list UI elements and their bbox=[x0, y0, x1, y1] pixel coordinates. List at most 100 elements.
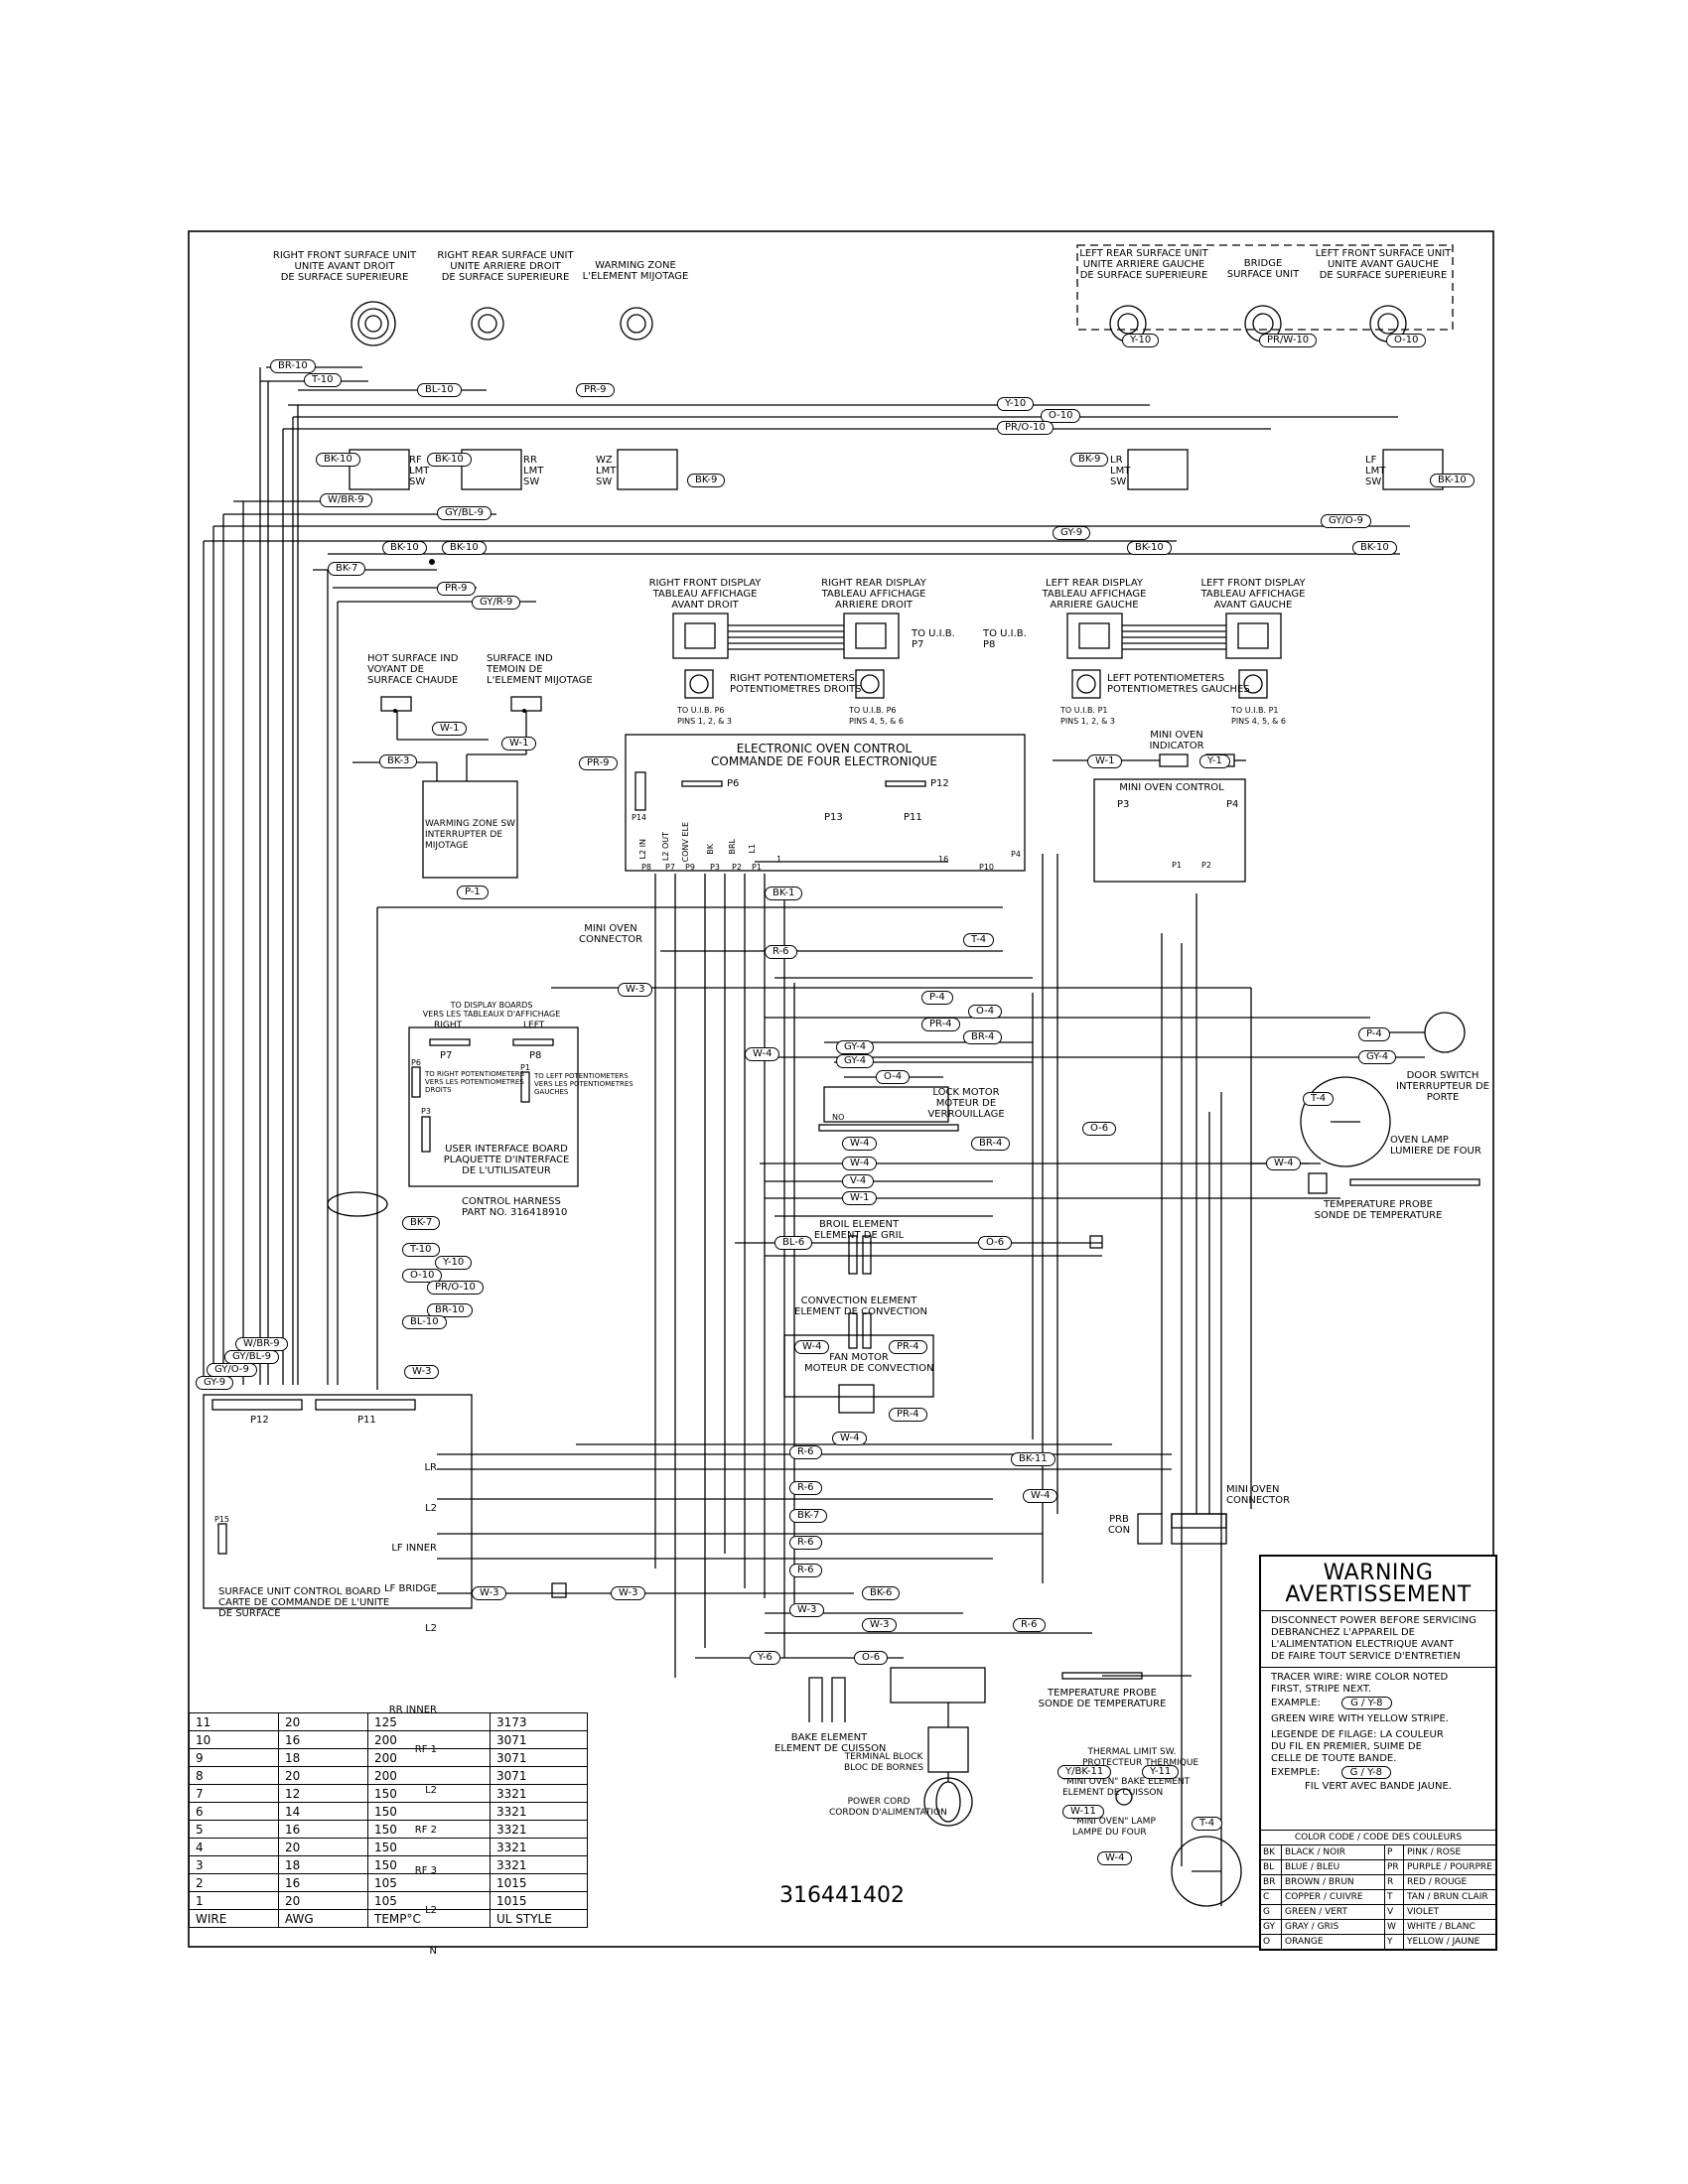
cc-name: RED / ROUGE bbox=[1407, 1877, 1468, 1887]
cc-name: TAN / BRUN CLAIR bbox=[1407, 1892, 1488, 1902]
mini-oven-connector-lower: MINI OVEN CONNECTOR bbox=[1226, 1484, 1291, 1506]
wire-tag: V-4 bbox=[842, 1174, 875, 1188]
cc-code: V bbox=[1385, 1905, 1404, 1919]
uib-right-pots: TO RIGHT POTENTIOMETERS VERS LES POTENTI… bbox=[425, 1070, 525, 1094]
wire-table-cell: 18 bbox=[278, 1748, 368, 1767]
sucb-title: SURFACE UNIT CONTROL BOARD CARTE DE COMM… bbox=[218, 1586, 390, 1619]
wire-table-cell: 200 bbox=[367, 1748, 491, 1767]
sucb-term-lf-bridge: LF BRIDGE bbox=[383, 1582, 437, 1594]
oven-l2-out: L2 OUT bbox=[661, 832, 670, 862]
pins-p1-456: TO U.I.B. P1 PINS 4, 5, & 6 bbox=[1231, 706, 1287, 726]
right-rear-unit-label: RIGHT REAR SURFACE UNIT UNITE ARRIERE DR… bbox=[437, 250, 574, 283]
wire-tag: Y-1 bbox=[1199, 754, 1230, 768]
broil-element: BROIL ELEMENT ELEMENT DE GRIL bbox=[813, 1219, 905, 1241]
oven-pin-p8: P8 bbox=[641, 863, 651, 872]
bake-element: BAKE ELEMENT ELEMENT DE CUISSON bbox=[774, 1732, 887, 1754]
wire-tag: BK-9 bbox=[687, 474, 726, 487]
wire-tag: PR-4 bbox=[889, 1340, 927, 1354]
wire-table-cell: 20 bbox=[278, 1712, 368, 1731]
wire-tag: W-3 bbox=[618, 983, 653, 997]
lf-limit-switch: LF LMT SW bbox=[1365, 455, 1386, 487]
wire-table-cell: 3321 bbox=[490, 1838, 588, 1856]
uib-left: LEFT bbox=[523, 1021, 545, 1030]
wire-tag: W-4 bbox=[794, 1340, 830, 1354]
wire-table-cell: 16 bbox=[278, 1873, 368, 1892]
oven-l2-in: L2 IN bbox=[638, 839, 647, 860]
oven-pin-p7: P7 bbox=[665, 863, 675, 872]
uib-title: USER INTERFACE BOARD PLAQUETTE D'INTERFA… bbox=[443, 1144, 570, 1176]
wire-table-cell: 10 bbox=[189, 1730, 279, 1749]
wire-tag: BK-3 bbox=[379, 754, 418, 768]
wire-tag: O-6 bbox=[1082, 1122, 1117, 1136]
lr-limit-switch: LR LMT SW bbox=[1110, 455, 1131, 487]
wire-tag: W/BR-9 bbox=[235, 1337, 288, 1351]
wire-tag: BR-10 bbox=[427, 1303, 473, 1317]
wire-tag: BK-10 bbox=[427, 453, 472, 467]
oven-control-title: ELECTRONIC OVEN CONTROL COMMANDE DE FOUR… bbox=[711, 742, 937, 768]
wire-tag: BK-7 bbox=[402, 1216, 441, 1230]
wire-tag: W-4 bbox=[1266, 1157, 1302, 1170]
mini-bake-element: "MINI OVEN" BAKE ELEMENT ELEMENT DE CUIS… bbox=[1062, 1777, 1191, 1798]
uib-p8: P8 bbox=[529, 1050, 542, 1061]
mini-oven-lamp: "MINI OVEN" LAMP LAMPE DU FOUR bbox=[1072, 1817, 1156, 1838]
wire-tag: O-6 bbox=[978, 1236, 1013, 1250]
wire-tag: GY/O-9 bbox=[207, 1363, 257, 1377]
wire-table-cell: 20 bbox=[278, 1838, 368, 1856]
example2-label: EXEMPLE: bbox=[1271, 1767, 1321, 1778]
wire-table-cell: 105 bbox=[367, 1873, 491, 1892]
lf-display-label: LEFT FRONT DISPLAY TABLEAU AFFICHAGE AVA… bbox=[1200, 578, 1306, 611]
wire-table-cell: 105 bbox=[367, 1891, 491, 1910]
uib-p7: P7 bbox=[440, 1050, 453, 1061]
wire-table-cell: UL STYLE bbox=[490, 1909, 588, 1928]
warming-zone-switch: WARMING ZONE SW INTERRUPTER DE MIJOTAGE bbox=[425, 819, 515, 851]
fan-motor: FAN MOTOR MOTEUR DE CONVECTION bbox=[804, 1352, 934, 1374]
cc-code: O bbox=[1261, 1935, 1282, 1949]
wire-tag: BL-10 bbox=[402, 1315, 447, 1329]
wire-tag: BK-10 bbox=[1352, 541, 1397, 555]
cc-name: BLACK / NOIR bbox=[1282, 1845, 1385, 1859]
wire-table-cell: 3321 bbox=[490, 1820, 588, 1839]
wire-tag: W-4 bbox=[832, 1432, 868, 1445]
wire-tag: BK-9 bbox=[1070, 453, 1109, 467]
wire-tag: O-10 bbox=[1041, 409, 1081, 423]
cc-name: YELLOW / JAUNE bbox=[1407, 1937, 1480, 1947]
pins-p1-123: TO U.I.B. P1 PINS 1, 2, & 3 bbox=[1060, 706, 1116, 726]
fil-vert-note: FIL VERT AVEC BANDE JAUNE. bbox=[1305, 1781, 1452, 1792]
rf-display-label: RIGHT FRONT DISPLAY TABLEAU AFFICHAGE AV… bbox=[648, 578, 762, 611]
wire-table-cell: 18 bbox=[278, 1855, 368, 1874]
oven-pin-p9: P9 bbox=[685, 863, 695, 872]
wire-tag: BR-10 bbox=[270, 359, 316, 373]
sucb-p11: P11 bbox=[357, 1415, 376, 1426]
tracer-note: TRACER WIRE: WIRE COLOR NOTED FIRST, STR… bbox=[1271, 1672, 1449, 1695]
wire-tag: W/BR-9 bbox=[320, 493, 372, 507]
wire-tag: GY-9 bbox=[1053, 526, 1091, 540]
wire-table-cell: 11 bbox=[189, 1712, 279, 1731]
wire-table-cell: 1015 bbox=[490, 1873, 588, 1892]
wire-table-cell: 1015 bbox=[490, 1891, 588, 1910]
sucb-term-l2b: L2 bbox=[425, 1623, 437, 1634]
wire-table-cell: 4 bbox=[189, 1838, 279, 1856]
cc-name: COPPER / CUIVRE bbox=[1282, 1890, 1385, 1904]
cc-name: BLUE / BLEU bbox=[1282, 1860, 1385, 1874]
wire-tag: GY-4 bbox=[836, 1054, 875, 1068]
sucb-p15: P15 bbox=[214, 1515, 230, 1524]
oven-brl: BRL bbox=[728, 839, 737, 855]
wire-table-cell: 5 bbox=[189, 1820, 279, 1839]
wire-table-cell: 6 bbox=[189, 1802, 279, 1821]
wire-tag: O-10 bbox=[402, 1269, 443, 1283]
surface-indicator: SURFACE IND TEMOIN DE L'ELEMENT MIJOTAGE bbox=[487, 653, 593, 686]
cc-name: ORANGE bbox=[1282, 1935, 1385, 1949]
wire-table-cell: 3321 bbox=[490, 1802, 588, 1821]
wire-tag: W-1 bbox=[1087, 754, 1123, 768]
cc-code: PR bbox=[1385, 1860, 1404, 1874]
wire-table-cell: 1 bbox=[189, 1891, 279, 1910]
wire-table-cell: 2 bbox=[189, 1873, 279, 1892]
sucb-term-rr-inner: RR INNER bbox=[388, 1704, 437, 1715]
wire-tag: T-10 bbox=[402, 1243, 440, 1257]
oven-lamp: OVEN LAMP LUMIERE DE FOUR bbox=[1390, 1135, 1481, 1157]
legend-fr: LEGENDE DE FILAGE: LA COULEUR DU FIL EN … bbox=[1271, 1729, 1444, 1764]
